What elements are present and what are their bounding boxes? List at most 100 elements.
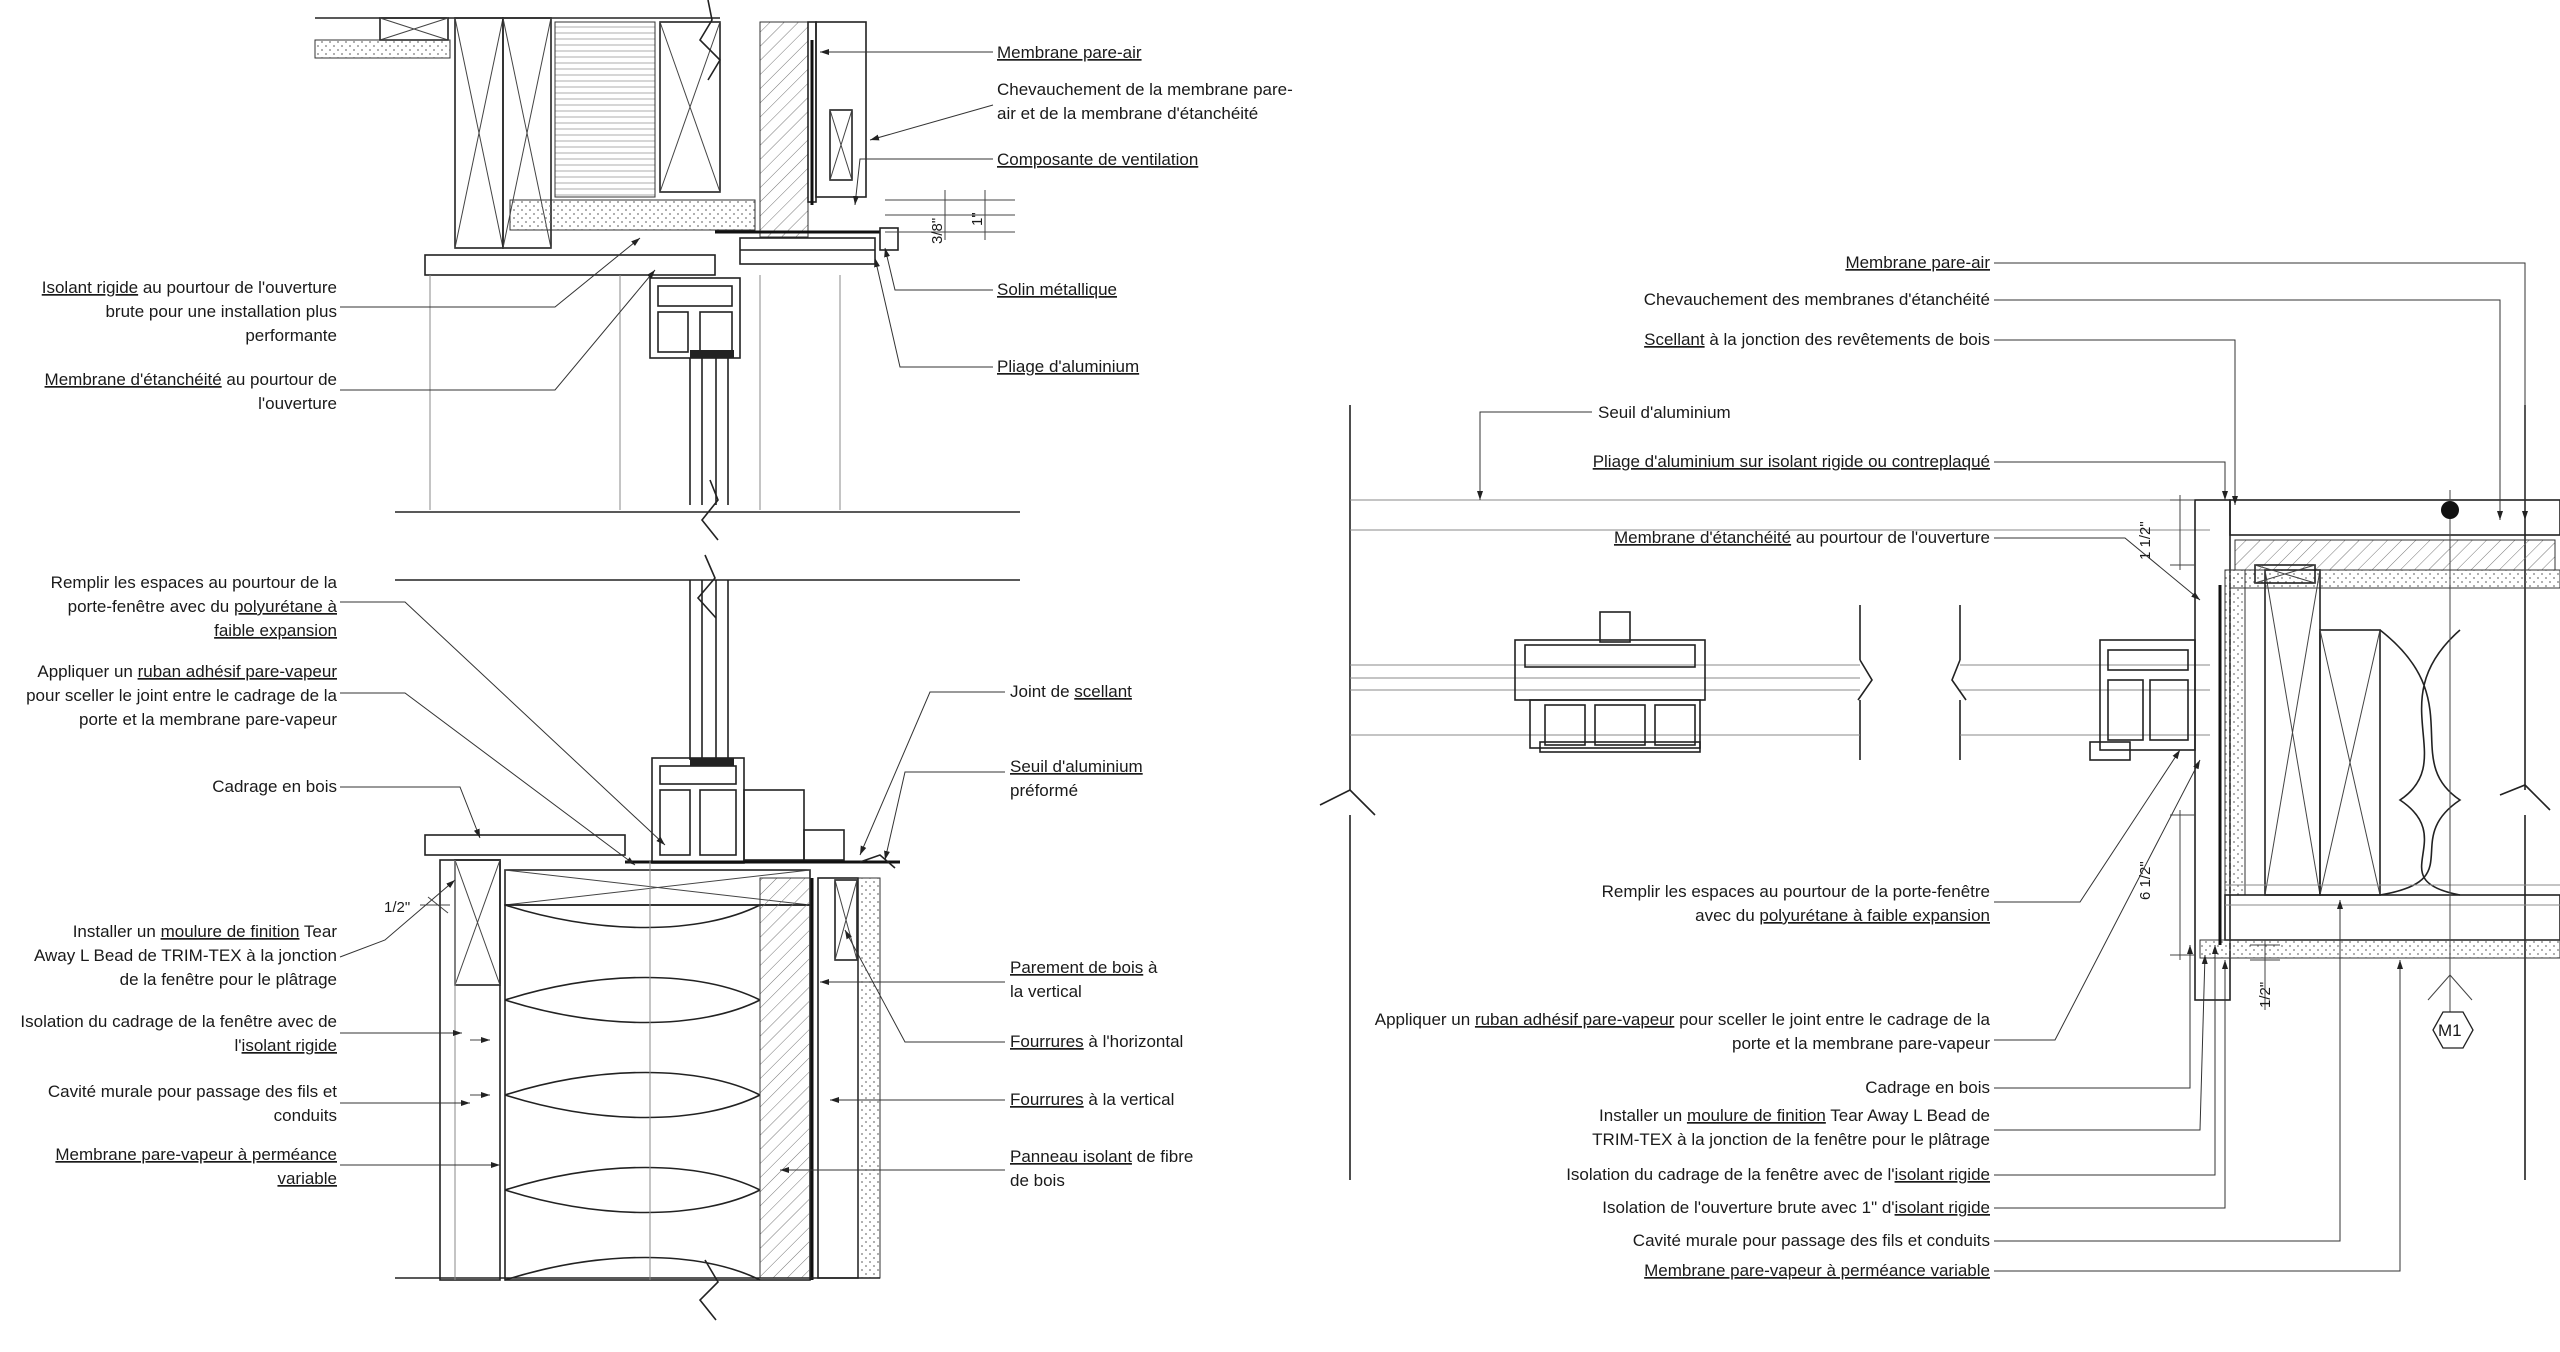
callout-label-r8: Appliquer un ruban adhésif pare-vapeur p… [1375, 1010, 1991, 1053]
label-segment: à la vertical [1084, 1090, 1175, 1109]
label-segment: de la fenêtre pour le plâtrage [120, 970, 337, 989]
leader-line-r3 [1994, 339, 2238, 505]
leader-line-r1 [1994, 262, 2528, 520]
label-segment: Appliquer un [1375, 1010, 1475, 1029]
leader-line-lt4 [884, 247, 993, 291]
label-segment: porte et la membrane pare-vapeur [1732, 1034, 1990, 1053]
callout-label-lt6: Isolant rigide au pourtour de l'ouvertur… [42, 278, 337, 345]
callout-label-r4: Seuil d'aluminium [1598, 403, 1731, 422]
callout-label-r12: Isolation de l'ouverture brute avec 1" d… [1602, 1198, 1990, 1217]
leader-line-lb9 [884, 771, 1005, 861]
dim-1-1-2: 1 1/2" [2137, 521, 2154, 560]
callout-label-r7: Remplir les espaces au pourtour de la po… [1602, 882, 1990, 925]
head-dimensions: 3/8" 1" [885, 190, 1015, 244]
label-segment: moulure de finition [1687, 1106, 1826, 1125]
label-segment: isolant rigide [1895, 1198, 1990, 1217]
callout-label-lb12: Fourrures à la vertical [1010, 1090, 1174, 1109]
callout-label-r3: Scellant à la jonction des revêtements d… [1644, 330, 1990, 349]
label-segment: à la jonction des revêtements de bois [1705, 330, 1990, 349]
label-segment: Remplir les espaces au pourtour de la po… [1602, 882, 1990, 901]
label-segment: scellant [1074, 682, 1132, 701]
label-segment: isolant rigide [1895, 1165, 1990, 1184]
callout-label-lt5: Pliage d'aluminium [997, 357, 1139, 376]
label-segment: Isolation du cadrage de la fenêtre avec … [1566, 1165, 1894, 1184]
label-segment: Remplir les espaces au pourtour de la [51, 573, 338, 592]
label-segment: à l'horizontal [1084, 1032, 1184, 1051]
label-segment: Pliage d'aluminium [997, 357, 1139, 376]
callout-label-lb5: Isolation du cadrage de la fenêtre avec … [20, 1012, 337, 1055]
callout-label-r11: Isolation du cadrage de la fenêtre avec … [1566, 1165, 1990, 1184]
label-segment: Tear Away L Bead de [1826, 1106, 1990, 1125]
callout-label-lt3: Composante de ventilation [997, 150, 1198, 169]
label-segment: polyurétane à [234, 597, 338, 616]
callout-label-lt2: Chevauchement de la membrane pare-air et… [997, 80, 1293, 123]
leader-line-r6 [1994, 537, 2201, 601]
leader-line-r11 [1994, 945, 2218, 1176]
label-segment: conduits [274, 1106, 337, 1125]
label-segment: ruban adhésif pare-vapeur [138, 662, 338, 681]
callout-label-lt4: Solin métallique [997, 280, 1117, 299]
label-segment: porte-fenêtre avec du [68, 597, 234, 616]
callout-label-lb1: Remplir les espaces au pourtour de la por… [51, 573, 338, 640]
label-segment: pour sceller le joint entre le cadrage d… [26, 686, 337, 705]
leader-line-r13 [1994, 900, 2343, 1242]
label-segment: porte et la membrane pare-vapeur [79, 710, 337, 729]
label-segment: TRIM-TEX à la jonction de la fenêtre pou… [1592, 1130, 1990, 1149]
label-segment: Installer un [73, 922, 161, 941]
label-segment: Membrane pare-vapeur à perméance [55, 1145, 337, 1164]
leader-line-r9 [1994, 945, 2193, 1089]
callout-label-lb3: Cadrage en bois [212, 777, 337, 796]
callout-label-r2: Chevauchement des membranes d'étanchéité [1644, 290, 1990, 309]
callout-label-r9: Cadrage en bois [1865, 1078, 1990, 1097]
leader-line-lt7 [340, 269, 656, 391]
label-segment: Membrane pare-air [1845, 253, 1990, 272]
dim-1-2-left: 1/2" [384, 899, 410, 916]
label-segment: Membrane d'étanchéité [1614, 528, 1791, 547]
marker-label: M1 [2438, 1021, 2462, 1040]
leader-line-lb4 [339, 879, 456, 958]
label-segment: Parement de bois [1010, 958, 1143, 977]
leader-line-lt5 [874, 257, 993, 368]
label-segment: au pourtour de l'ouverture [138, 278, 337, 297]
label-segment: Membrane pare-air [997, 43, 1142, 62]
leader-line-r12 [1994, 960, 2228, 1209]
label-segment: Fourrures [1010, 1032, 1084, 1051]
label-segment: Pliage d'aluminium sur isolant rigide ou… [1593, 452, 1990, 471]
label-segment: pour sceller le joint entre le cadrage d… [1674, 1010, 1990, 1029]
leader-line-r14 [1994, 960, 2403, 1272]
label-segment: Isolation de l'ouverture brute avec 1" d… [1602, 1198, 1894, 1217]
label-segment: Panneau isolant [1010, 1147, 1132, 1166]
callout-label-r10: Installer un moulure de finition Tear Aw… [1592, 1106, 1990, 1149]
leader-line-r8 [1994, 759, 2201, 1041]
leader-line-lb8 [859, 691, 1005, 856]
dim-1-2-right: 1/2" [2257, 982, 2274, 1008]
leader-line-lb2 [340, 692, 636, 866]
label-segment: Scellant [1644, 330, 1705, 349]
label-segment: Seuil d'aluminium [1010, 757, 1143, 776]
label-segment: moulure de finition [161, 922, 300, 941]
label-segment: l'ouverture [258, 394, 337, 413]
label-segment: Membrane d'étanchéité [45, 370, 222, 389]
callout-label-r13: Cavité murale pour passage des fils et c… [1633, 1231, 1990, 1250]
leader-line-r5 [1994, 461, 2228, 500]
label-segment: Fourrures [1010, 1090, 1084, 1109]
label-segment: Isolation du cadrage de la fenêtre avec … [20, 1012, 337, 1031]
label-segment: Tear [300, 922, 338, 941]
label-segment: isolant rigide [242, 1036, 337, 1055]
label-segment: Composante de ventilation [997, 150, 1198, 169]
head-detail-drawing: 3/8" 1" [314, 0, 1020, 541]
leader-line-lb11 [844, 929, 1005, 1043]
dim-1: 1" [969, 212, 986, 226]
label-segment: Joint de [1010, 682, 1074, 701]
jamb-plan-detail-drawing: 1 1/2" 6 1/2" 1/2" M1 [1319, 405, 2560, 1180]
label-segment: Installer un [1599, 1106, 1687, 1125]
label-segment: Away L Bead de TRIM-TEX à la jonction [34, 946, 337, 965]
